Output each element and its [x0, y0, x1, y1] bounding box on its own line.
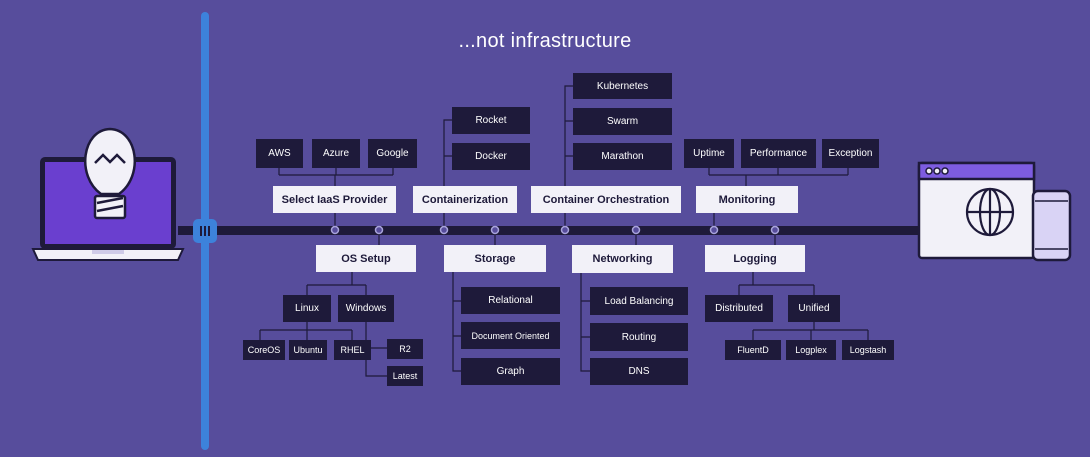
item-aws: AWS	[256, 139, 303, 168]
browser-globe-mobile-icon	[917, 161, 1072, 262]
item-azure: Azure	[312, 139, 360, 168]
dot-networking	[631, 225, 641, 235]
item-distributed: Distributed	[705, 295, 773, 322]
item-rhel: RHEL	[334, 340, 371, 360]
item-latest: Latest	[387, 366, 423, 386]
item-document-oriented: Document Oriented	[461, 322, 560, 349]
connection-dots	[330, 225, 780, 235]
item-swarm: Swarm	[573, 108, 672, 135]
dot-orchestration	[560, 225, 570, 235]
item-marathon: Marathon	[573, 143, 672, 170]
item-relational: Relational	[461, 287, 560, 314]
item-routing: Routing	[590, 323, 688, 351]
category-os-setup: OS Setup	[316, 245, 416, 272]
dot-storage	[490, 225, 500, 235]
dot-select-iaas	[330, 225, 340, 235]
item-docker: Docker	[452, 143, 530, 170]
dot-logging	[770, 225, 780, 235]
item-uptime: Uptime	[684, 139, 734, 168]
item-rocket: Rocket	[452, 107, 530, 134]
category-select-iaas-provider: Select IaaS Provider	[273, 186, 396, 213]
category-monitoring: Monitoring	[696, 186, 798, 213]
diagram-title: ...not infrastructure	[458, 30, 632, 52]
item-logplex: Logplex	[786, 340, 836, 360]
laptop-lightbulb-icon	[31, 127, 185, 261]
slider-grip-icon[interactable]	[193, 219, 217, 243]
dot-monitoring	[709, 225, 719, 235]
item-load-balancing: Load Balancing	[590, 287, 688, 315]
item-performance: Performance	[741, 139, 816, 168]
item-dns: DNS	[590, 358, 688, 385]
item-kubernetes: Kubernetes	[573, 73, 672, 99]
item-linux: Linux	[283, 295, 331, 322]
category-logging: Logging	[705, 245, 805, 272]
dot-os-setup	[374, 225, 384, 235]
category-storage: Storage	[444, 245, 546, 272]
item-exception: Exception	[822, 139, 879, 168]
item-google: Google	[368, 139, 417, 168]
item-r2: R2	[387, 339, 423, 359]
item-graph: Graph	[461, 358, 560, 385]
item-ubuntu: Ubuntu	[289, 340, 327, 360]
category-networking: Networking	[572, 245, 673, 273]
item-unified: Unified	[788, 295, 840, 322]
item-fluentd: FluentD	[725, 340, 781, 360]
category-containerization: Containerization	[413, 186, 517, 213]
dot-containerization	[439, 225, 449, 235]
category-container-orchestration: Container Orchestration	[531, 186, 681, 213]
item-logstash: Logstash	[842, 340, 894, 360]
item-coreos: CoreOS	[243, 340, 285, 360]
timeline-bar	[178, 226, 920, 235]
item-windows: Windows	[338, 295, 394, 322]
